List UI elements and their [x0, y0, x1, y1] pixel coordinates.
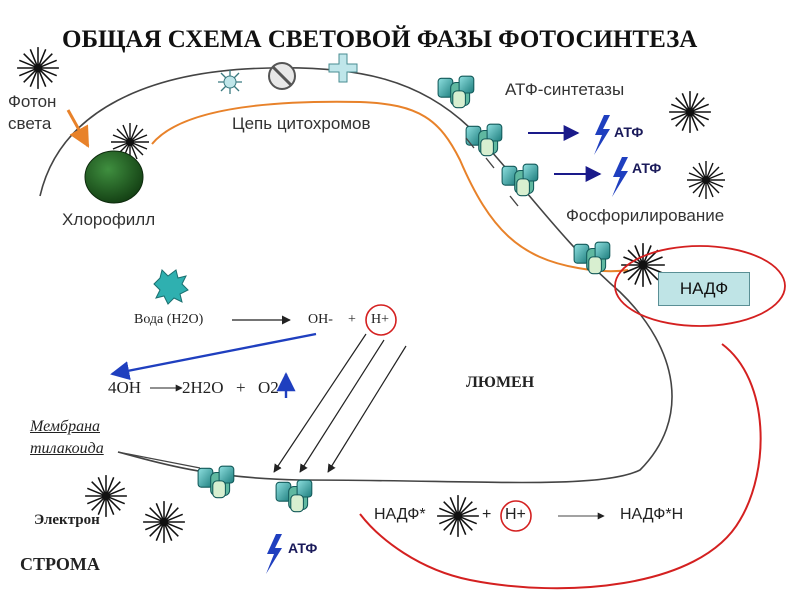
membrane-label-line2: тилакоида [30, 440, 104, 457]
oh-transfer-arrow [110, 332, 317, 381]
proton-label-bottom: Н+ [505, 506, 526, 523]
photon-arrow [66, 109, 90, 148]
membrane-label-line1: Мембрана [30, 418, 100, 435]
lumen-label: ЛЮМЕН [466, 374, 535, 391]
photon-burst-icon [16, 46, 60, 90]
proton-arrow [299, 339, 385, 473]
photon-label-line1: Фотон [8, 92, 57, 111]
lightning-bolt-icon [594, 115, 610, 155]
membrane-pointer-line [117, 451, 201, 469]
membrane-dashes [465, 137, 519, 207]
lightning-bolt-icon [266, 534, 282, 574]
water-label: Вода (Н2О) [134, 312, 204, 327]
nadph-label: НАДФ*Н [620, 506, 684, 523]
lightning-bolt-icon [612, 157, 628, 197]
photon-label-line2: света [8, 114, 52, 133]
thylakoid-membrane-line [39, 67, 673, 484]
water-product-label: 2Н2О [182, 378, 224, 397]
photon-burst-icon [668, 90, 712, 134]
proton-highlight-circle [500, 500, 532, 532]
hydroxide-label: ОН- [308, 312, 333, 327]
atp-label: АТФ [632, 160, 662, 176]
atp-label: АТФ [614, 124, 644, 140]
photon-burst-icon [84, 474, 128, 518]
diagram-title: ОБЩАЯ СХЕМА СВЕТОВОЙ ФАЗЫ ФОТОСИНТЕЗА [62, 26, 698, 53]
electron-label: Электрон [34, 512, 100, 528]
atp-synthase-icon [501, 163, 539, 197]
proton-label: Н+ [371, 312, 390, 327]
atp-synthase-icon [197, 465, 235, 499]
photon-burst-icon [142, 500, 186, 544]
nadp-star-label: НАДФ* [374, 506, 426, 523]
photon-burst-icon [686, 160, 726, 200]
atp-synthase-icon [465, 123, 503, 157]
stroma-label: СТРОМА [20, 554, 100, 574]
plus-sign: + [482, 506, 492, 523]
cytochrome-icon [328, 53, 358, 83]
chlorophyll-blob [84, 150, 144, 204]
photon-burst-icon [436, 494, 480, 538]
proton-highlight-circle [365, 304, 397, 336]
oxygen-label: О2 [258, 378, 279, 397]
nadp-box: НАДФ [658, 272, 750, 306]
proton-arrow [327, 345, 407, 473]
atp-synthases-label: АТФ-синтетазы [505, 80, 625, 99]
nadp-transfer-curve [359, 343, 762, 590]
atp-label: АТФ [288, 540, 318, 556]
nadp-highlight-ellipse [614, 245, 786, 327]
water-splash-icon [153, 269, 189, 305]
plus-sign: + [348, 312, 356, 327]
atp-synthase-icon [437, 75, 475, 109]
cytochrome-chain-label: Цепь цитохромов [232, 114, 371, 133]
cytochrome-icon [218, 70, 242, 94]
proton-arrow [273, 333, 367, 473]
atp-synthase-icon [275, 479, 313, 513]
four-oh-label: 4ОН [108, 378, 142, 397]
plus-sign: + [236, 378, 246, 397]
phosphorylation-label: Фосфорилирование [566, 206, 725, 225]
chlorophyll-label: Хлорофилл [62, 210, 156, 229]
cytochrome-icon [268, 62, 296, 90]
electron-transport-path [151, 100, 629, 273]
